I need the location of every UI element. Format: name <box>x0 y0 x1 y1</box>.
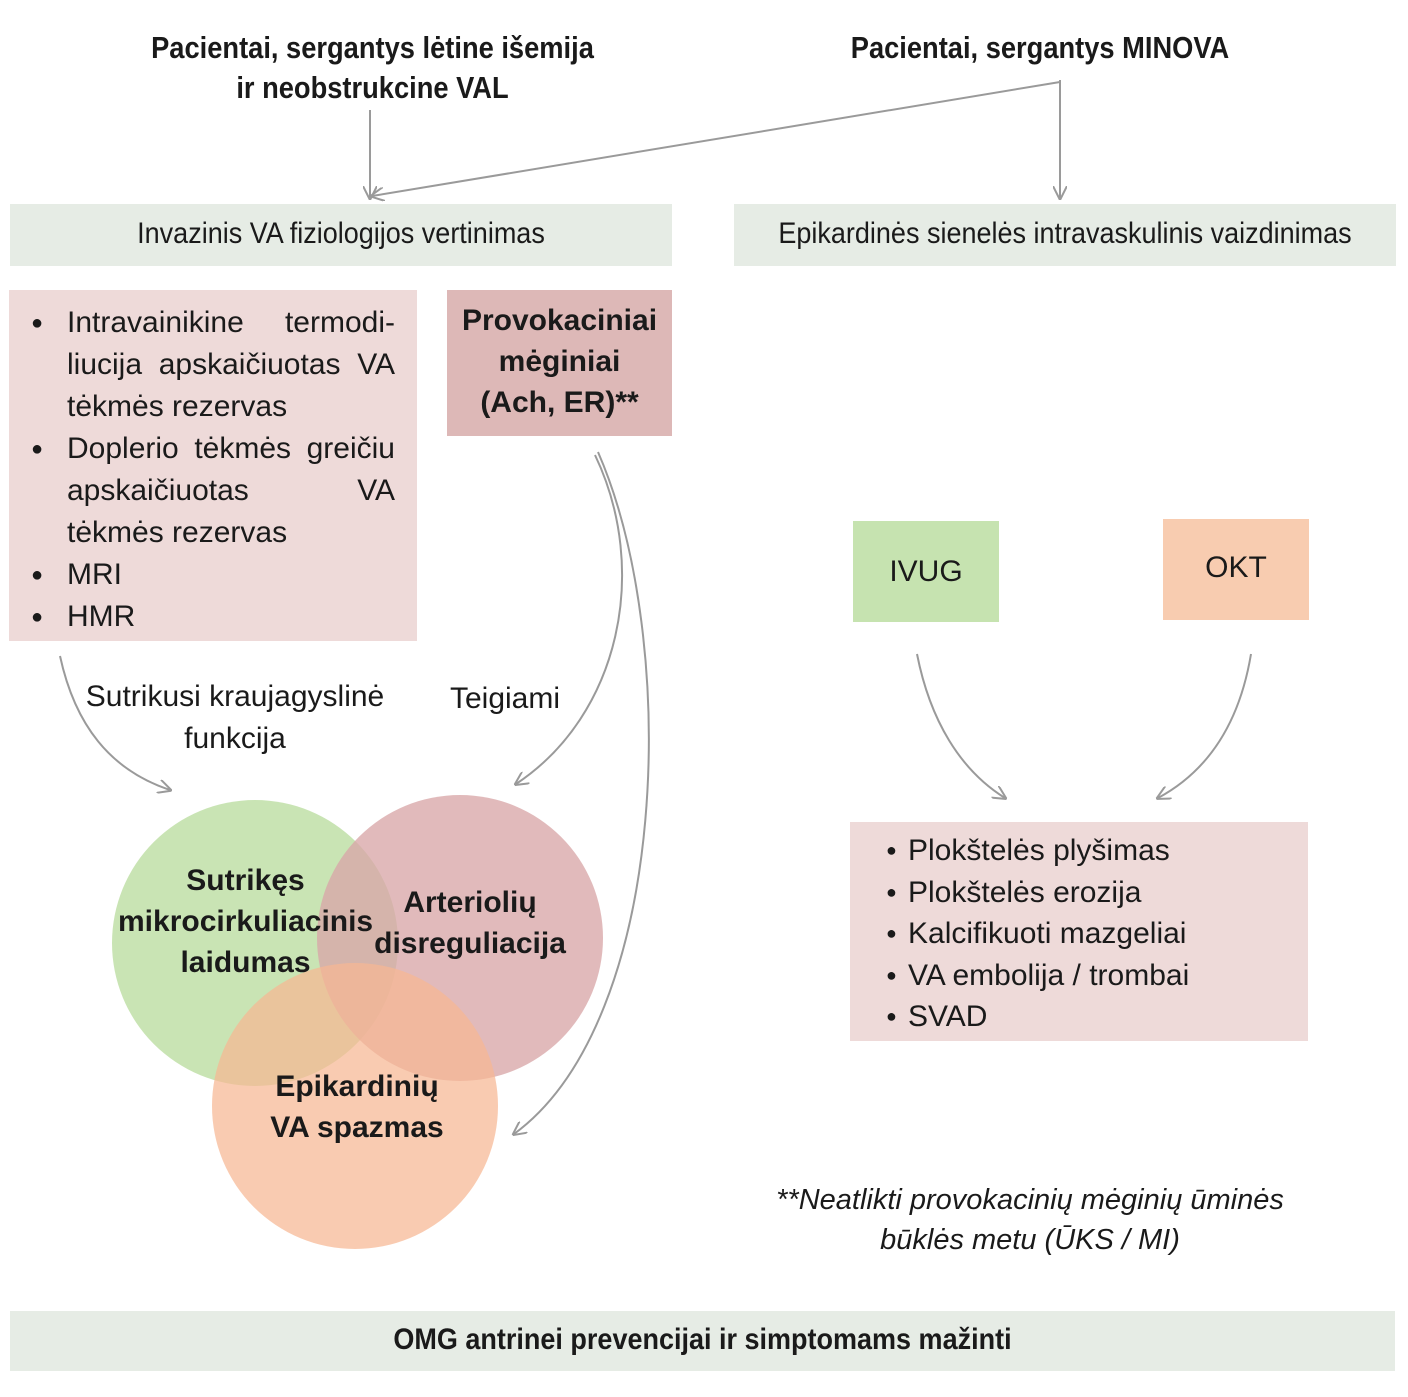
list-item: Plokštelės erozija <box>886 872 1308 914</box>
label-impaired-function: Sutrikusi kraujagyslinė funkcija <box>85 680 385 755</box>
bar-invasive-physiology-label: Invazinis VA fiziologijos vertinimas <box>137 217 545 250</box>
provocation-tests-box: Provokaciniai mėginiai (Ach, ER)** <box>447 290 672 436</box>
findings-box: Plokštelės plyšimas Plokštelės erozija K… <box>850 822 1308 1041</box>
bar-intravascular-imaging: Epikardinės sienelės intravaskulinis vai… <box>734 204 1396 266</box>
circle-arteriole-label: Arteriolių disreguliacija <box>374 886 566 960</box>
arrow-spasm <box>514 451 650 1134</box>
list-item: Kalcifikuoti mazgeliai <box>886 913 1308 955</box>
bar-intravascular-imaging-label: Epikardinės sienelės intravaskulinis vai… <box>778 217 1352 250</box>
circle-microcirculation-label: Sutrikęs mikrocirkuliacinis laidumas <box>118 864 374 979</box>
arrow-okt <box>1158 653 1252 798</box>
bar-treatment-label: OMG antrinei prevencijai ir simptomams m… <box>393 1323 1012 1356</box>
list-item: Intravainikine termodi­liucija apskaičiu… <box>9 302 395 428</box>
arrows <box>59 80 1252 1134</box>
list-item: SVAD <box>886 996 1308 1038</box>
list-item: Plokštelės plyšimas <box>886 830 1308 872</box>
physiology-methods-box: Intravainikine termodi­liucija apskaičiu… <box>9 290 417 641</box>
list-item: VA embolija / trombai <box>886 955 1308 997</box>
header-chronic-ischemia: Pacientai, sergantys lėtine išemija ir n… <box>151 30 594 105</box>
arrow-impaired-function <box>59 655 170 790</box>
okt-label: OKT <box>1205 551 1267 584</box>
list-item: Doplerio tėkmės greičiu apskaičiuotas VA… <box>9 428 395 554</box>
footnote: **Neatlikti provokacinių mėginių ūminės … <box>776 1184 1284 1256</box>
circle-spasm-label: Epikardinių VA spazmas <box>270 1070 444 1144</box>
ivug-box: IVUG <box>853 521 999 622</box>
label-positive: Teigiami <box>449 682 561 715</box>
arrow-ivug <box>916 653 1005 798</box>
bar-treatment: OMG antrinei prevencijai ir simptomams m… <box>10 1311 1395 1371</box>
venn-circles <box>112 795 603 1249</box>
arrow-positive <box>516 454 624 784</box>
circle-spasm <box>212 963 498 1249</box>
arrow-minova-left <box>372 81 1061 196</box>
provocation-tests-label: Provokaciniai mėginiai (Ach, ER)** <box>461 304 658 419</box>
physiology-methods-list: Intravainikine termodi­liucija apskaičiu… <box>9 302 395 638</box>
findings-list: Plokštelės plyšimas Plokštelės erozija K… <box>886 830 1308 1038</box>
ivug-label: IVUG <box>889 555 963 588</box>
header-minova: Pacientai, sergantys MINOVA <box>850 30 1230 65</box>
okt-box: OKT <box>1163 519 1309 620</box>
list-item: HMR <box>9 596 395 638</box>
list-item: MRI <box>9 554 395 596</box>
bar-invasive-physiology: Invazinis VA fiziologijos vertinimas <box>10 204 672 266</box>
